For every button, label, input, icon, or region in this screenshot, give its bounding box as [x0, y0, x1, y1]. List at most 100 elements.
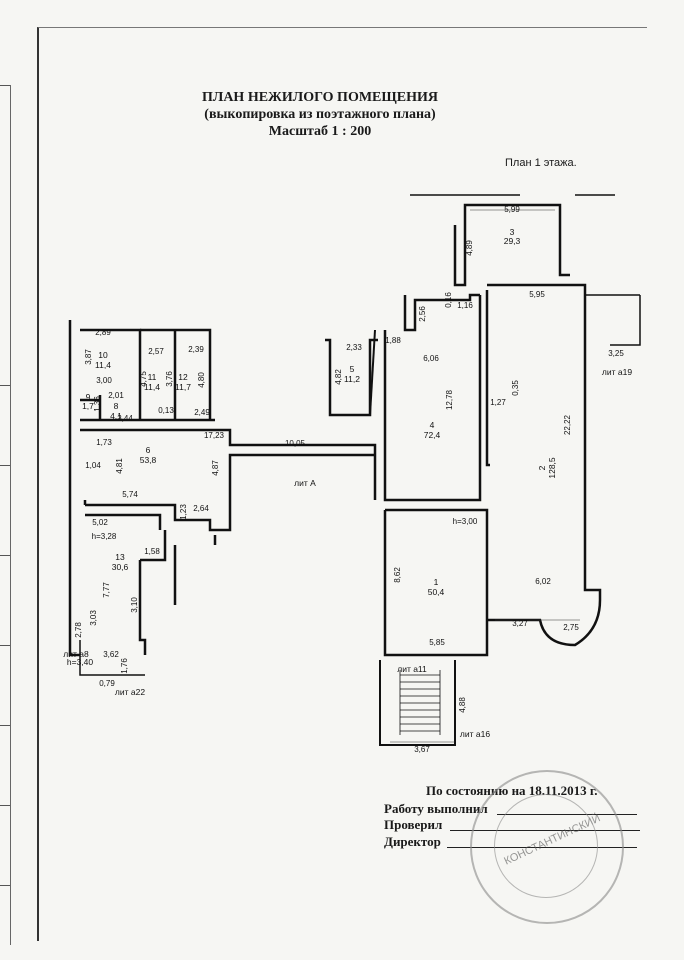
dim: 4,80: [197, 372, 206, 388]
dim: 4,88: [458, 697, 467, 713]
dim: 2,01: [108, 391, 124, 400]
dim: 12,78: [445, 389, 454, 410]
room-1-area: 50,4: [428, 587, 445, 597]
dim: 1,73: [96, 438, 112, 447]
liter-a19-label: лит а19: [602, 367, 632, 377]
dim: 0,35: [511, 380, 520, 396]
dim: 1,76: [120, 658, 129, 674]
dimension-labels: 5,99 4,89 5,95 2,56 0,16 1,16 1,88 2,33 …: [74, 205, 624, 754]
dim: 2,64: [193, 504, 209, 513]
official-stamp: КОНСТАНТИНСКИЙ: [470, 770, 624, 924]
director-label: Директор: [384, 834, 441, 849]
dim: 3,27: [512, 619, 528, 628]
dim: 3,25: [608, 349, 624, 358]
dim: 10,05: [285, 439, 306, 448]
dim: 2,49: [194, 408, 210, 417]
dim: 2,33: [346, 343, 362, 352]
liter-a22-label: лит а22: [115, 687, 145, 697]
dim: 0,16: [444, 292, 453, 308]
room-11-area: 11,4: [144, 382, 160, 392]
room-6-area: 53,8: [140, 455, 157, 465]
dim: 4,75: [139, 371, 148, 387]
dim: 1,27: [490, 398, 506, 407]
room-4-num: 4: [430, 420, 435, 430]
room-2-num: 2: [537, 465, 547, 470]
dim: 17,23: [204, 431, 225, 440]
dim: 0,79: [99, 679, 115, 688]
dim: h=3,28: [92, 532, 117, 541]
walls: [68, 194, 641, 746]
dim: 1,88: [385, 336, 401, 345]
dim: 3,87: [84, 349, 93, 365]
checked-label: Проверил: [384, 817, 443, 832]
dim: 5,02: [92, 518, 108, 527]
room-8-num: 8: [114, 401, 119, 411]
sheet-frame: [37, 27, 647, 941]
dim: 7,77: [102, 582, 111, 598]
room-4-area: 72,4: [424, 430, 441, 440]
dim: 4,87: [211, 460, 220, 476]
dim: 8,62: [393, 567, 402, 583]
dim: 2,89: [95, 328, 111, 337]
dimension-lines: [390, 209, 580, 743]
room-8-area: 4,1: [110, 411, 122, 421]
dim: 3,62: [103, 650, 119, 659]
scale-label: Масштаб 1 : 200: [268, 124, 372, 139]
room-5-num: 5: [350, 364, 355, 374]
dim: 1,04: [85, 461, 101, 470]
dim: 5,85: [429, 638, 445, 647]
room-3-area: 29,3: [504, 236, 521, 246]
room-12-num: 12: [178, 372, 188, 382]
dim: 3,10: [130, 597, 139, 613]
dim: 1,23: [179, 504, 188, 520]
room-5-area: 11,2: [344, 374, 360, 384]
dim: 5,99: [504, 205, 520, 214]
dim: 5,74: [122, 490, 138, 499]
dim: 3,03: [89, 610, 98, 626]
dim: 3,00: [96, 376, 112, 385]
room-1-num: 1: [434, 577, 439, 587]
dim: 2,78: [74, 622, 83, 638]
room-11-num: 11: [148, 372, 157, 382]
dim: 1,58: [144, 547, 160, 556]
room-10-num: 10: [98, 350, 108, 360]
dim: 3,67: [414, 745, 430, 754]
dim: 1,16: [457, 301, 473, 310]
room-13-num: 13: [115, 552, 125, 562]
dim: 1,36: [93, 396, 102, 412]
room-labels: 1 50,4 2 128,5 3 29,3 4 72,4 5 11,2 6 53…: [82, 227, 557, 597]
dim: 2,56: [418, 306, 427, 322]
liter-a-label: лит А: [294, 478, 316, 488]
dim: 4,81: [115, 458, 124, 474]
room-9-num: 9: [86, 392, 91, 402]
liter-a8-label: лит а8: [63, 649, 89, 659]
dim: 2,75: [563, 623, 579, 632]
work-performed-label: Работу выполнил: [384, 801, 488, 816]
room-6-num: 6: [146, 445, 151, 455]
room-2-area: 128,5: [547, 457, 557, 479]
dim: 4,82: [334, 369, 343, 385]
liter-a16-label: лит а16: [460, 729, 490, 739]
liter-labels: лит А лит а19 лит а16 лит а22 лит а8 h=3…: [63, 367, 632, 739]
dim: 2,39: [188, 345, 204, 354]
height-label: h=3,40: [67, 657, 94, 667]
room-9-area: 1,7: [82, 401, 94, 411]
dim: h=3,00: [453, 517, 478, 526]
dim: 6,02: [535, 577, 551, 586]
dim: 3,76: [165, 371, 174, 387]
room-10-area: 11,4: [95, 360, 111, 370]
dim: 4,89: [465, 240, 474, 256]
room-3-num: 3: [510, 227, 515, 237]
dim: 22,22: [563, 414, 572, 435]
stairs-steps: [399, 670, 441, 735]
room-13-area: 30,6: [112, 562, 129, 572]
dim: 2,57: [148, 347, 164, 356]
liter-a11-label: лит а11: [397, 664, 427, 674]
dim: 5,95: [529, 290, 545, 299]
floor-label: План 1 этажа.: [505, 157, 577, 169]
binding-strip: [0, 85, 11, 945]
document-subtitle: (выкопировка из поэтажного плана): [204, 107, 436, 122]
dim: 0,13: [158, 406, 174, 415]
document-title: ПЛАН НЕЖИЛОГО ПОМЕЩЕНИЯ: [202, 90, 438, 105]
